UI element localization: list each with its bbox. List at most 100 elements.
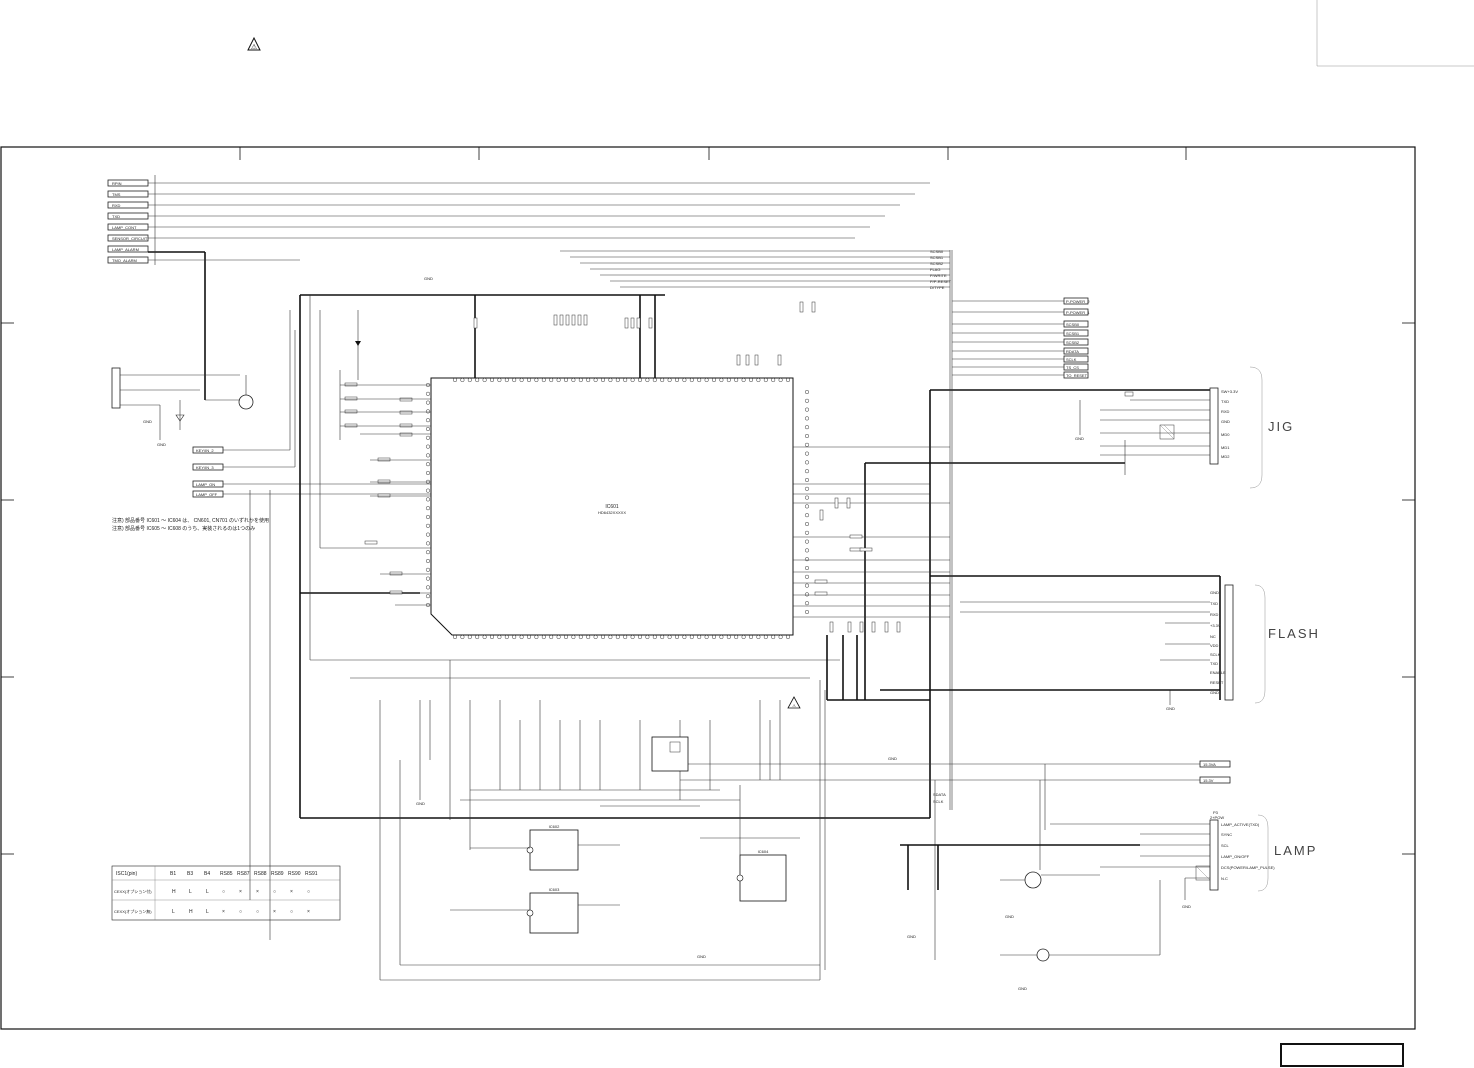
right-ic-wires	[793, 446, 950, 618]
ic-pin	[697, 377, 702, 383]
ic-pin	[425, 391, 431, 396]
svg-text:H: H	[172, 889, 176, 895]
ic-pin	[534, 634, 539, 640]
svg-text:P-POWER_1: P-POWER_1	[1066, 310, 1090, 315]
ic-pin	[425, 541, 431, 546]
svg-text:H: H	[189, 909, 193, 915]
svg-text:SENSOR_CIRCUIT: SENSOR_CIRCUIT	[112, 236, 148, 241]
ic-pin	[608, 634, 613, 640]
ic-pin	[549, 634, 554, 640]
ic-pin	[475, 634, 480, 640]
svg-text:L: L	[206, 909, 209, 915]
svg-text:SCSB0: SCSB0	[930, 249, 944, 254]
ic-pin	[719, 634, 724, 640]
svg-text:SW+3.3V: SW+3.3V	[1221, 389, 1238, 394]
svg-text:+3.3V: +3.3V	[1210, 623, 1221, 628]
svg-text:IC602: IC602	[549, 824, 560, 829]
ic-pin	[504, 634, 509, 640]
svg-text:TS_CS: TS_CS	[1066, 365, 1079, 370]
svg-text:B4: B4	[204, 871, 210, 877]
svg-text:FLASH: FLASH	[1268, 626, 1320, 641]
svg-text:GND: GND	[1075, 436, 1084, 441]
svg-text:JIG: JIG	[1268, 419, 1294, 434]
ic-pin	[593, 634, 598, 640]
ic-pin	[804, 451, 810, 456]
ic-pin	[682, 377, 687, 383]
ic-pin	[674, 634, 680, 640]
svg-text:RDATA: RDATA	[1066, 349, 1079, 354]
svg-text:×: ×	[307, 909, 310, 915]
ic-pin	[425, 470, 431, 476]
resistors-left	[344, 382, 413, 595]
ic-pin	[425, 453, 431, 458]
ic-pin	[425, 497, 431, 502]
ic-pin	[674, 377, 680, 383]
svg-text:注意) 部品番号 IC605 ～ IC608 のうち、実装さ: 注意) 部品番号 IC605 ～ IC608 のうち、実装されるのは1つのみ	[112, 525, 255, 532]
ic-pin	[804, 504, 810, 509]
ic-pin	[734, 377, 739, 383]
ic-pin	[615, 634, 620, 640]
svg-text:D/TYPE: D/TYPE	[930, 285, 945, 290]
ic-pin	[804, 521, 810, 527]
ic-pin	[425, 594, 431, 599]
ic-pin	[763, 634, 768, 640]
ic-pin	[804, 477, 810, 483]
ic-pin	[425, 418, 431, 423]
svg-text:LAMP: LAMP	[1274, 843, 1317, 858]
ic-pin	[726, 377, 731, 383]
ic-pin	[467, 634, 472, 640]
ic-pin	[689, 634, 694, 640]
svg-text:RS90: RS90	[288, 871, 301, 877]
ic-pin	[741, 377, 746, 383]
svg-text:SCSB2: SCSB2	[930, 261, 944, 266]
svg-text:P3: P3	[1213, 810, 1219, 815]
left-input-wires	[148, 175, 930, 400]
ic-pin	[475, 377, 480, 383]
svg-text:TXD: TXD	[1210, 601, 1218, 606]
main-ic: IC601 HD6432XXXXX	[430, 377, 794, 636]
svg-text:×: ×	[239, 889, 242, 895]
grid-ticks	[1, 147, 1415, 855]
ic-pin	[804, 425, 810, 430]
lower-bold-bus	[826, 635, 1220, 890]
ic-pin	[425, 506, 431, 511]
svg-text:RS85: RS85	[220, 871, 233, 877]
ic-pin	[489, 377, 495, 383]
svg-text:RPIN: RPIN	[112, 181, 122, 186]
option-table: ISC1(pin) B1 B3 B4 RS85 RS87 RS88 RS89 R…	[111, 865, 341, 921]
ic-pin	[425, 462, 431, 467]
svg-text:P/P-RESET: P/P-RESET	[930, 279, 952, 284]
ic-pin	[726, 634, 731, 640]
svg-text:⚠: ⚠	[792, 703, 796, 708]
svg-text:GND: GND	[1221, 419, 1230, 424]
svg-text:TO_RESET: TO_RESET	[1066, 373, 1088, 378]
model-number-box	[1280, 1043, 1404, 1067]
svg-text:N.C: N.C	[1221, 876, 1228, 881]
svg-text:KEY/IN_2: KEY/IN_2	[196, 448, 214, 453]
svg-text:TXD: TXD	[1221, 399, 1229, 404]
ic-pin	[748, 377, 754, 383]
ic-pin	[549, 377, 554, 383]
right-output-tags: P-POWER_2 P-POWER_1 SCSB0 SCSB1 SCSB2 RD…	[952, 297, 1090, 379]
ic-pin	[785, 377, 791, 383]
ic-pin	[489, 634, 495, 640]
ic-pin	[704, 634, 709, 640]
ic-pin	[804, 530, 810, 535]
svg-text:2+POW: 2+POW	[1210, 815, 1224, 820]
ic-pin	[526, 377, 532, 383]
ic-pin	[804, 442, 810, 447]
svg-text:MD1: MD1	[1221, 445, 1230, 450]
svg-text:○: ○	[222, 889, 225, 895]
svg-text:注意) 部品番号 IC601 ～ IC604 は、 CN60: 注意) 部品番号 IC601 ～ IC604 は、 CN601, CN701 の…	[112, 517, 269, 524]
svg-text:LAMP_ACTIVE(TXD): LAMP_ACTIVE(TXD)	[1221, 822, 1260, 827]
notes: 注意) 部品番号 IC601 ～ IC604 は、 CN601, CN701 の…	[112, 517, 269, 532]
ic-pin	[804, 609, 810, 615]
ic-pin	[425, 435, 431, 440]
ic-pin	[645, 634, 650, 640]
svg-text:L: L	[172, 909, 175, 915]
ic-pin	[623, 634, 628, 640]
ic-pin	[719, 377, 724, 383]
sensor-circuit	[111, 367, 254, 440]
ic-pin	[804, 469, 810, 474]
ic-pin	[804, 513, 810, 518]
